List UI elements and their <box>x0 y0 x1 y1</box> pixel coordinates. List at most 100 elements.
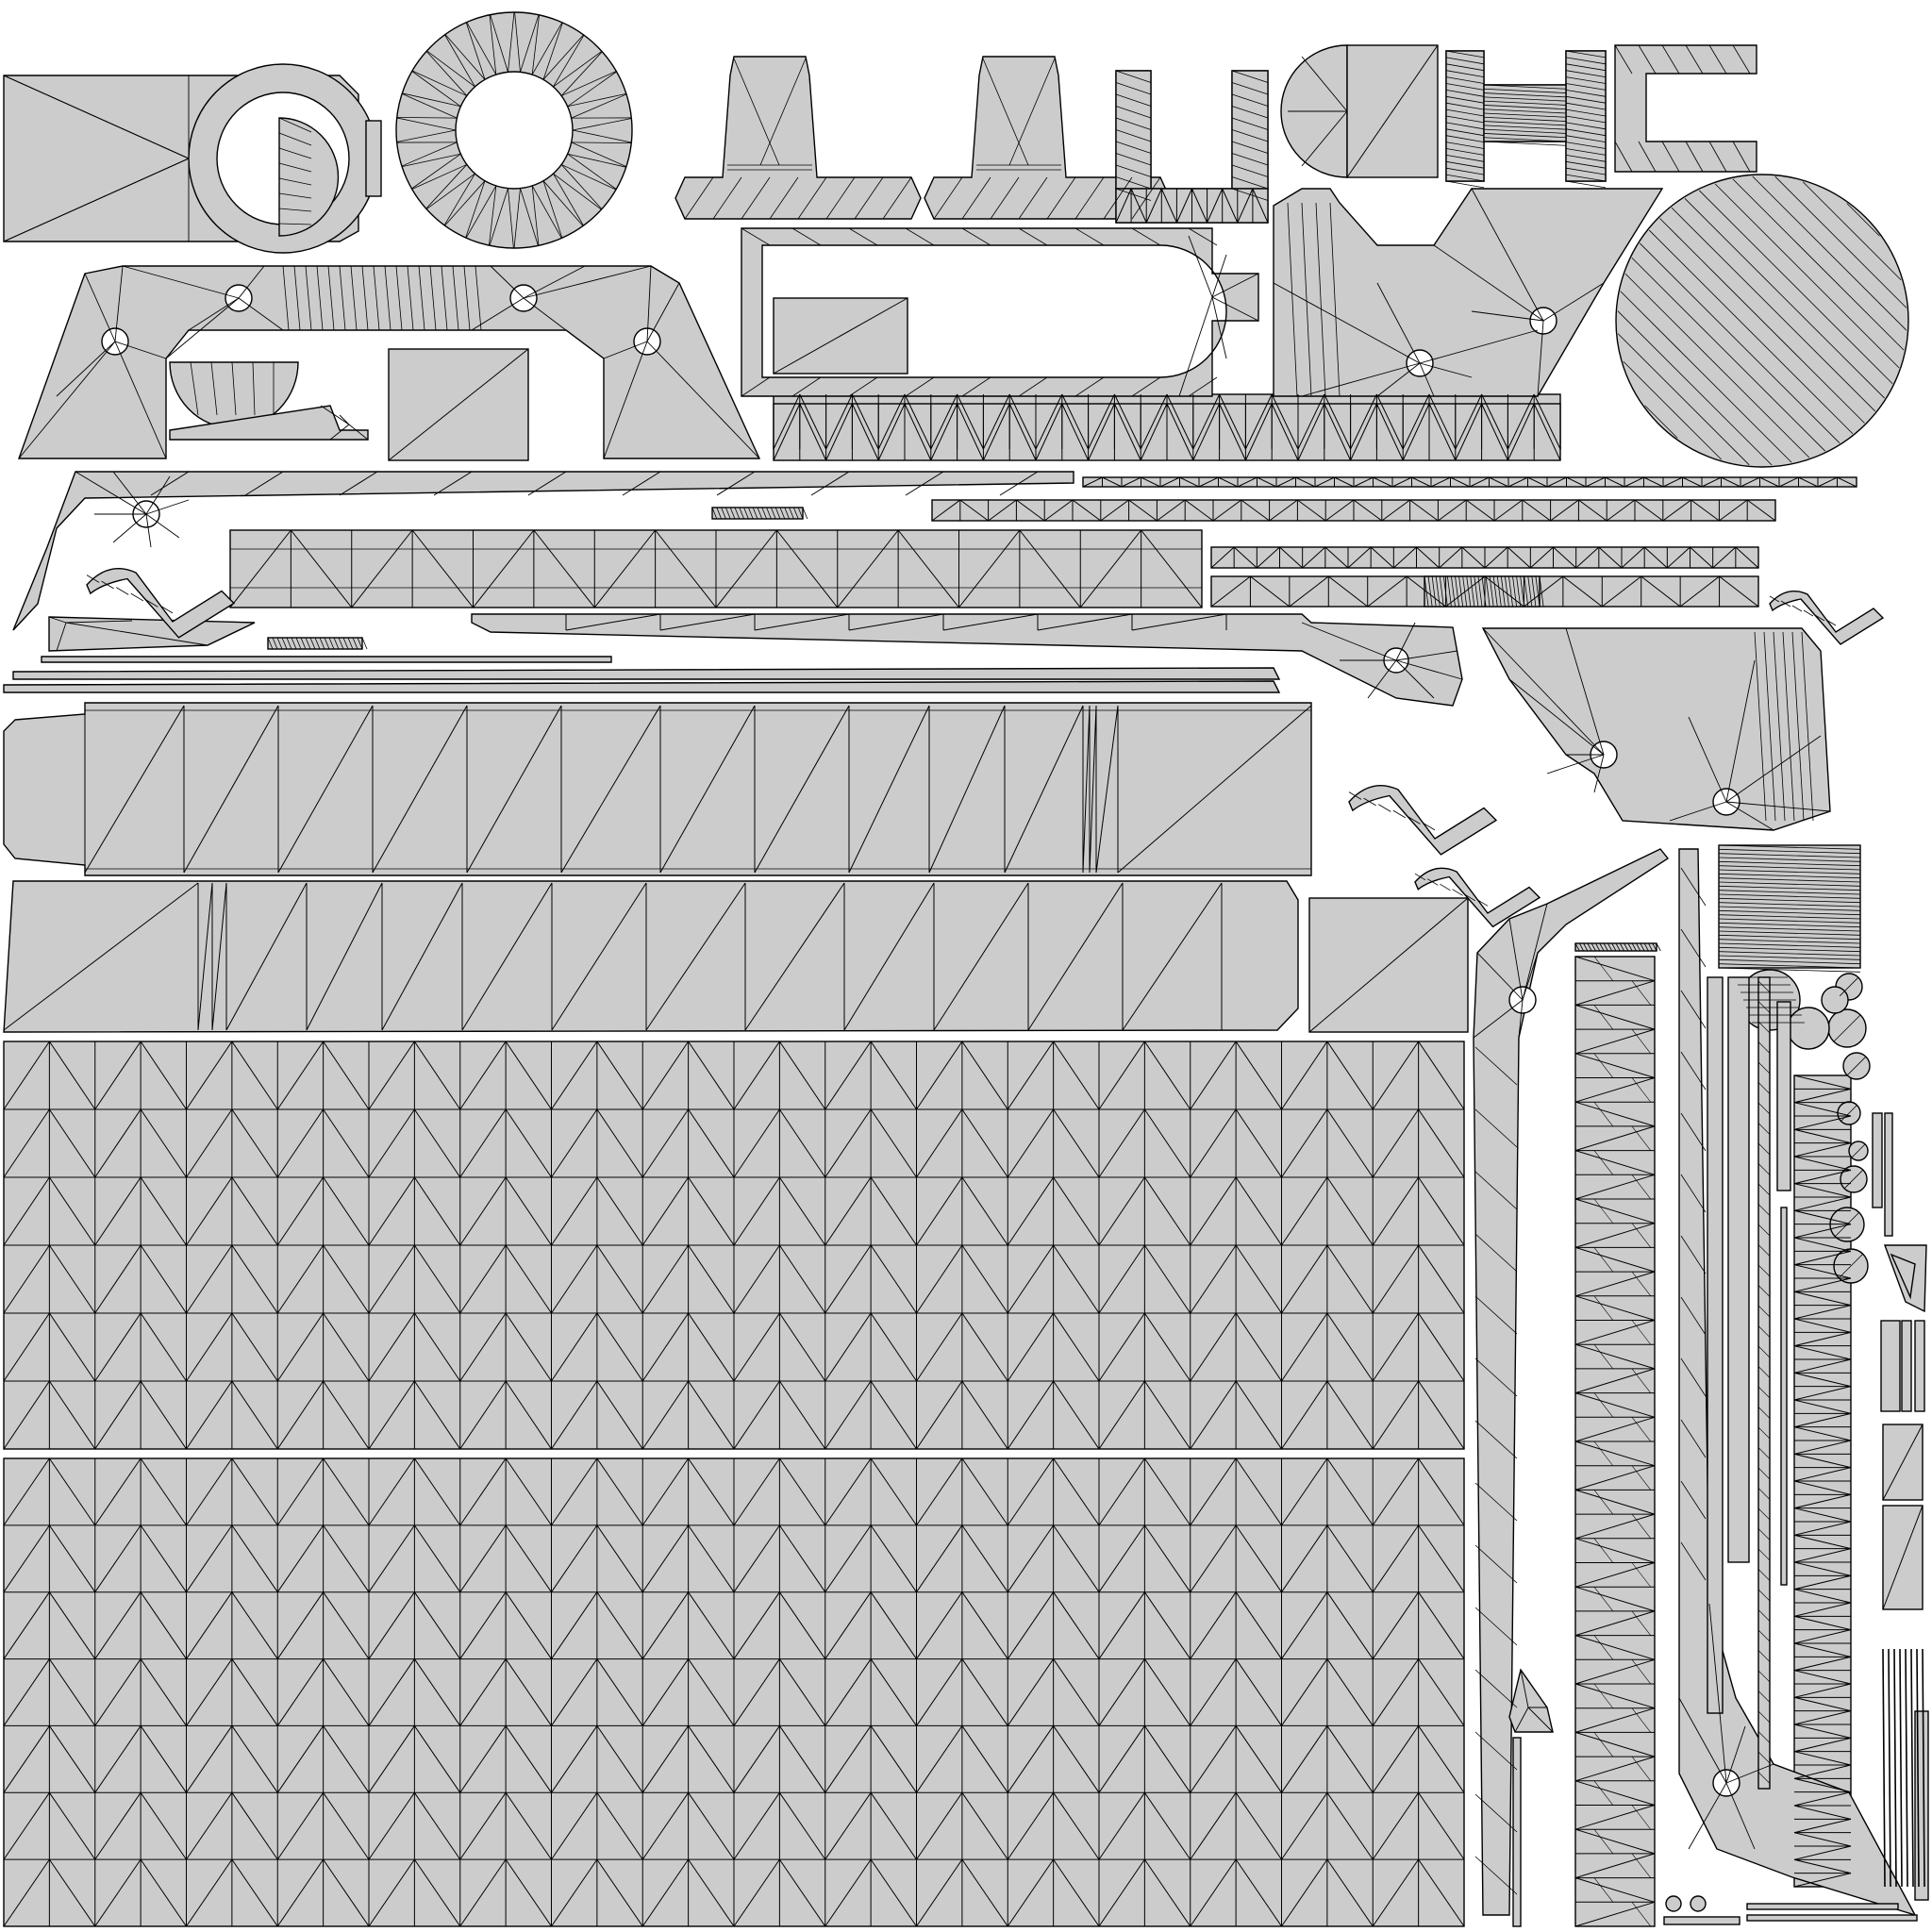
uv-edge <box>641 1108 690 1178</box>
uv-edge <box>1314 476 1335 488</box>
uv-edge <box>1117 705 1312 874</box>
uv-edge <box>1287 202 1298 397</box>
uv-edge <box>231 1658 278 1726</box>
uv-edge <box>1250 575 1291 608</box>
uv-edge <box>1190 1658 1237 1726</box>
uv-edge <box>551 1457 598 1526</box>
uv-edge <box>1593 1877 1614 1903</box>
uv-edge <box>802 507 808 520</box>
uv-edge <box>1218 476 1239 488</box>
uv-edge <box>551 1244 598 1314</box>
uv-edge <box>1565 95 1607 104</box>
uv-edge <box>278 177 312 186</box>
uv-edge <box>1324 546 1349 569</box>
uv-edge <box>1708 1603 1727 1784</box>
uv-edge <box>1166 403 1194 461</box>
uv-edge <box>824 1041 872 1110</box>
uv-edge <box>1598 546 1623 569</box>
uv-edge <box>1143 1041 1191 1110</box>
uv-edge <box>1757 1264 1771 1277</box>
uv-edge <box>870 1725 917 1793</box>
uv-edge <box>1718 890 1861 895</box>
uv-edge <box>1190 1591 1237 1659</box>
uv-edge <box>48 1792 96 1860</box>
uv-edge <box>272 637 278 650</box>
uv-edge <box>1222 188 1239 224</box>
uv-edge <box>1143 1658 1191 1726</box>
uv-edge <box>368 1591 415 1659</box>
uv-edge <box>1793 1656 1852 1672</box>
uv-edge <box>505 1312 552 1382</box>
uv-edge <box>278 192 312 199</box>
uv-edge <box>1281 1244 1328 1314</box>
uv-edge <box>1757 1731 1771 1743</box>
uv-edge <box>244 471 284 496</box>
uv-edge <box>1793 1629 1852 1644</box>
uv-edge <box>712 176 742 220</box>
uv-edge <box>357 637 363 650</box>
uv-edge <box>1160 188 1177 224</box>
uv-edge <box>1445 90 1485 97</box>
uv-edge <box>1793 1128 1852 1144</box>
uv-edge <box>1297 393 1325 450</box>
uv-edge <box>1791 605 1803 612</box>
uv-dense-island <box>1565 50 1607 182</box>
uv-edge <box>1606 499 1636 522</box>
uv-edge <box>1367 575 1407 608</box>
uv-edge <box>3 1792 50 1860</box>
uv-edge <box>1198 476 1219 488</box>
uv-edge <box>733 1457 780 1526</box>
uv-edge <box>323 1457 370 1526</box>
uv-edge <box>916 1524 963 1592</box>
uv-edge <box>1402 403 1430 461</box>
uv-edge <box>1395 659 1435 699</box>
uv-edge <box>1793 1196 1852 1211</box>
uv-edge <box>1591 942 1596 952</box>
uv-edge <box>870 1380 917 1450</box>
uv-edge <box>957 403 984 461</box>
uv-edge <box>824 1108 872 1178</box>
uv-edge <box>94 1858 142 1927</box>
uv-edge <box>1624 273 1810 458</box>
uv-edge <box>1115 117 1152 130</box>
uv-edge <box>1496 575 1502 608</box>
uv-edge <box>645 882 746 1031</box>
uv-edge <box>1237 476 1257 488</box>
uv-edge <box>1718 865 1861 871</box>
uv-edge <box>1007 1380 1055 1450</box>
uv-edge <box>1372 1380 1420 1450</box>
uv-edge <box>1483 121 1567 126</box>
uv-edge <box>282 265 290 331</box>
uv-edge <box>150 471 190 496</box>
uv-dense-island <box>1424 575 1541 608</box>
uv-edge <box>1757 1142 1771 1156</box>
uv-edge <box>1614 141 1633 173</box>
uv-edge <box>396 116 458 119</box>
uv-edge <box>1103 176 1133 220</box>
uv-edge <box>94 1244 142 1314</box>
uv-edge <box>1219 403 1246 461</box>
uv-edge <box>323 1792 370 1860</box>
uv-edge <box>368 1244 415 1314</box>
uv-edge <box>1484 575 1524 608</box>
uv-edge <box>1192 403 1221 461</box>
uv-edge <box>1131 376 1161 397</box>
uv-edge <box>655 529 717 608</box>
uv-edge <box>1297 499 1326 522</box>
uv-edge <box>1367 659 1397 699</box>
uv-edge <box>916 1658 963 1726</box>
uv-edge <box>1098 1380 1145 1450</box>
uv-edge <box>916 1725 963 1793</box>
uv-edge <box>1113 393 1141 450</box>
uv-edge <box>1474 1482 1518 1522</box>
uv-edge <box>1542 282 1605 322</box>
uv-edge <box>1244 403 1273 461</box>
uv-edge <box>115 587 129 595</box>
uv-edge <box>413 1108 461 1178</box>
uv-small-strip <box>1776 1001 1791 1191</box>
uv-edge <box>112 513 147 543</box>
uv-edge <box>1190 1108 1237 1178</box>
uv-edge <box>773 403 801 461</box>
uv-edge <box>1507 403 1535 461</box>
uv-edge <box>1211 296 1259 322</box>
